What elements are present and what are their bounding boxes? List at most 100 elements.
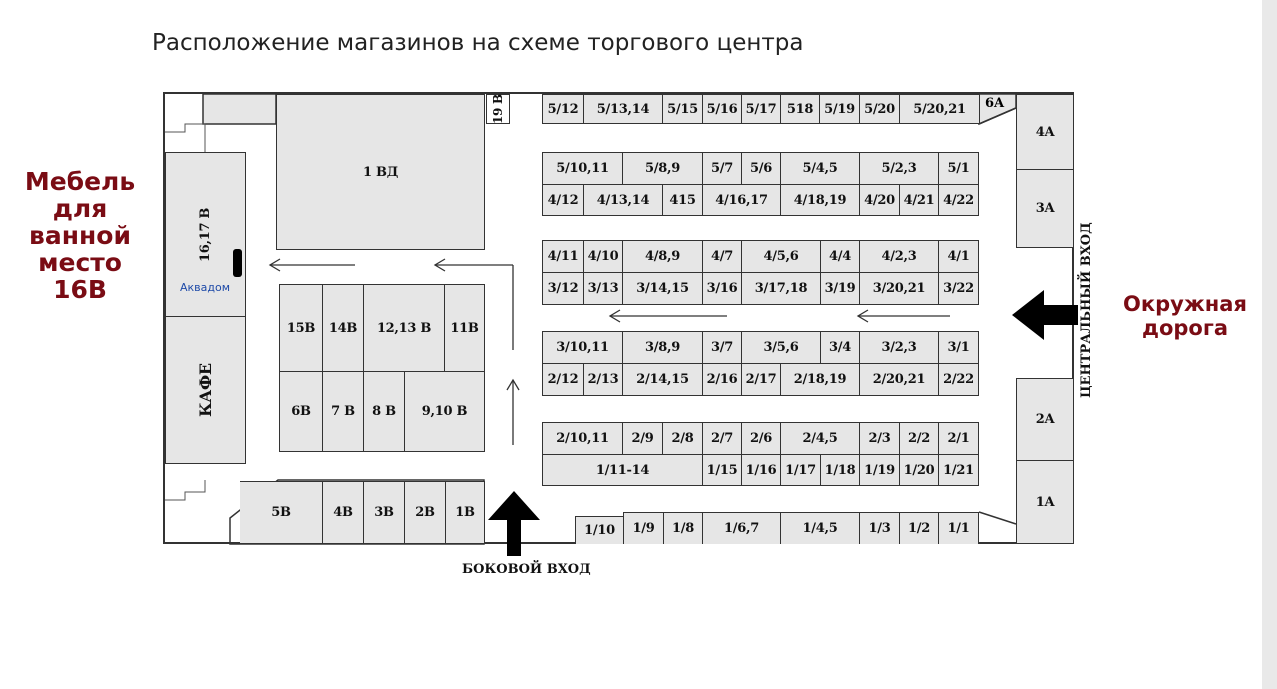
shop[interactable]: 4/8,9	[622, 240, 703, 273]
shop-9-10v[interactable]: 9,10 В	[404, 371, 485, 452]
shop[interactable]: 5/1	[938, 152, 979, 185]
shop[interactable]: 2/2	[899, 422, 939, 455]
shop[interactable]: 5/20	[859, 94, 900, 124]
shop[interactable]: 1/9	[623, 512, 664, 544]
shop[interactable]: 1/19	[859, 454, 900, 486]
shop[interactable]: 4/5,6	[741, 240, 821, 273]
shop[interactable]: 2/18,19	[780, 363, 860, 396]
shop[interactable]: 3/10,11	[542, 331, 623, 364]
shop[interactable]: 1/2	[899, 512, 939, 544]
shop[interactable]: 3/20,21	[859, 272, 939, 305]
shop[interactable]: 3/4	[820, 331, 860, 364]
shop-6v[interactable]: 6В	[279, 371, 323, 452]
shop[interactable]: 2/14,15	[622, 363, 703, 396]
shop[interactable]: 5/17	[741, 94, 781, 124]
shop[interactable]: 1/6,7	[702, 512, 781, 544]
shop-8v[interactable]: 8 В	[363, 371, 405, 452]
shop[interactable]: 1/16	[741, 454, 781, 486]
shop[interactable]: 4/20	[859, 184, 900, 216]
shop[interactable]: 1/18	[820, 454, 860, 486]
shop-14v[interactable]: 14В	[322, 284, 364, 372]
shop[interactable]: 5/12	[542, 94, 584, 124]
shop[interactable]: 4/7	[702, 240, 742, 273]
shop[interactable]: 2/4,5	[780, 422, 860, 455]
shop-2v[interactable]: 2В	[404, 481, 446, 544]
shop[interactable]: 1/20	[899, 454, 939, 486]
shop-12-13v[interactable]: 12,13 В	[363, 284, 445, 372]
shop[interactable]: 4/13,14	[583, 184, 663, 216]
shop-4v[interactable]: 4В	[322, 481, 364, 544]
shop-2a[interactable]: 2A	[1016, 378, 1074, 461]
shop[interactable]: 1/15	[702, 454, 742, 486]
shop[interactable]: 1/11-14	[542, 454, 703, 486]
shop[interactable]: 4/22	[938, 184, 979, 216]
shop[interactable]: 1/3	[859, 512, 900, 544]
shop-1vd[interactable]: 1 ВД	[276, 94, 485, 250]
shop-3a[interactable]: 3A	[1016, 169, 1074, 248]
shop[interactable]: 2/3	[859, 422, 900, 455]
shop[interactable]: 5/8,9	[622, 152, 703, 185]
shop-15v[interactable]: 15В	[279, 284, 323, 372]
shop[interactable]: 5/6	[741, 152, 781, 185]
shop-7v[interactable]: 7 В	[322, 371, 364, 452]
shop[interactable]: 2/20,21	[859, 363, 939, 396]
shop[interactable]: 3/7	[702, 331, 742, 364]
shop[interactable]: 2/10,11	[542, 422, 623, 455]
shop[interactable]: 3/22	[938, 272, 979, 305]
shop[interactable]: 2/16	[702, 363, 742, 396]
shop-11v[interactable]: 11В	[444, 284, 485, 372]
shop[interactable]: 2/22	[938, 363, 979, 396]
shop[interactable]: 1/1	[938, 512, 979, 544]
shop-kafe[interactable]: КАФЕ	[165, 316, 246, 464]
shop[interactable]: 2/12	[542, 363, 584, 396]
shop[interactable]: 4/16,17	[702, 184, 781, 216]
shop[interactable]: 5/2,3	[859, 152, 939, 185]
shop[interactable]: 3/17,18	[741, 272, 821, 305]
shop[interactable]: 5/10,11	[542, 152, 623, 185]
shop[interactable]: 2/9	[622, 422, 663, 455]
shop[interactable]: 3/2,3	[859, 331, 939, 364]
shop-1a[interactable]: 1A	[1016, 460, 1074, 544]
shop[interactable]: 3/19	[820, 272, 860, 305]
shop[interactable]: 2/13	[583, 363, 623, 396]
shop-1v[interactable]: 1В	[445, 481, 485, 544]
shop[interactable]: 2/6	[741, 422, 781, 455]
shop[interactable]: 3/14,15	[622, 272, 703, 305]
shop[interactable]: 3/13	[583, 272, 623, 305]
shop[interactable]: 4/18,19	[780, 184, 860, 216]
shop[interactable]: 5/20,21	[899, 94, 980, 124]
shop[interactable]: 3/1	[938, 331, 979, 364]
shop[interactable]: 3/12	[542, 272, 584, 305]
shop[interactable]: 415	[662, 184, 703, 216]
shop[interactable]: 4/2,3	[859, 240, 939, 273]
shop-19v[interactable]: 19 В	[486, 94, 510, 124]
shop[interactable]: 4/1	[938, 240, 979, 273]
shop[interactable]: 4/4	[820, 240, 860, 273]
shop[interactable]: 5/4,5	[780, 152, 860, 185]
shop[interactable]: 4/21	[899, 184, 939, 216]
shop[interactable]: 1/4,5	[780, 512, 860, 544]
shop[interactable]: 1/21	[938, 454, 979, 486]
shop[interactable]: 1/8	[663, 512, 703, 544]
shop-5v[interactable]: 5В	[240, 481, 323, 544]
shop[interactable]: 518	[780, 94, 820, 124]
shop[interactable]: 5/15	[662, 94, 703, 124]
shop[interactable]: 5/13,14	[583, 94, 663, 124]
shop[interactable]: 5/7	[702, 152, 742, 185]
shop[interactable]: 2/17	[741, 363, 781, 396]
shop[interactable]: 3/16	[702, 272, 742, 305]
shop[interactable]: 3/8,9	[622, 331, 703, 364]
shop[interactable]: 2/8	[662, 422, 703, 455]
shop[interactable]: 1/10	[575, 516, 624, 544]
shop-4a[interactable]: 4A	[1016, 94, 1074, 170]
shop-3v[interactable]: 3В	[363, 481, 405, 544]
shop[interactable]: 2/1	[938, 422, 979, 455]
shop[interactable]: 5/19	[819, 94, 860, 124]
shop[interactable]: 4/12	[542, 184, 584, 216]
scrollbar[interactable]	[1262, 0, 1277, 689]
shop[interactable]: 2/7	[702, 422, 742, 455]
shop[interactable]: 5/16	[702, 94, 742, 124]
shop[interactable]: 4/11	[542, 240, 584, 273]
shop[interactable]: 3/5,6	[741, 331, 821, 364]
shop[interactable]: 1/17	[780, 454, 821, 486]
